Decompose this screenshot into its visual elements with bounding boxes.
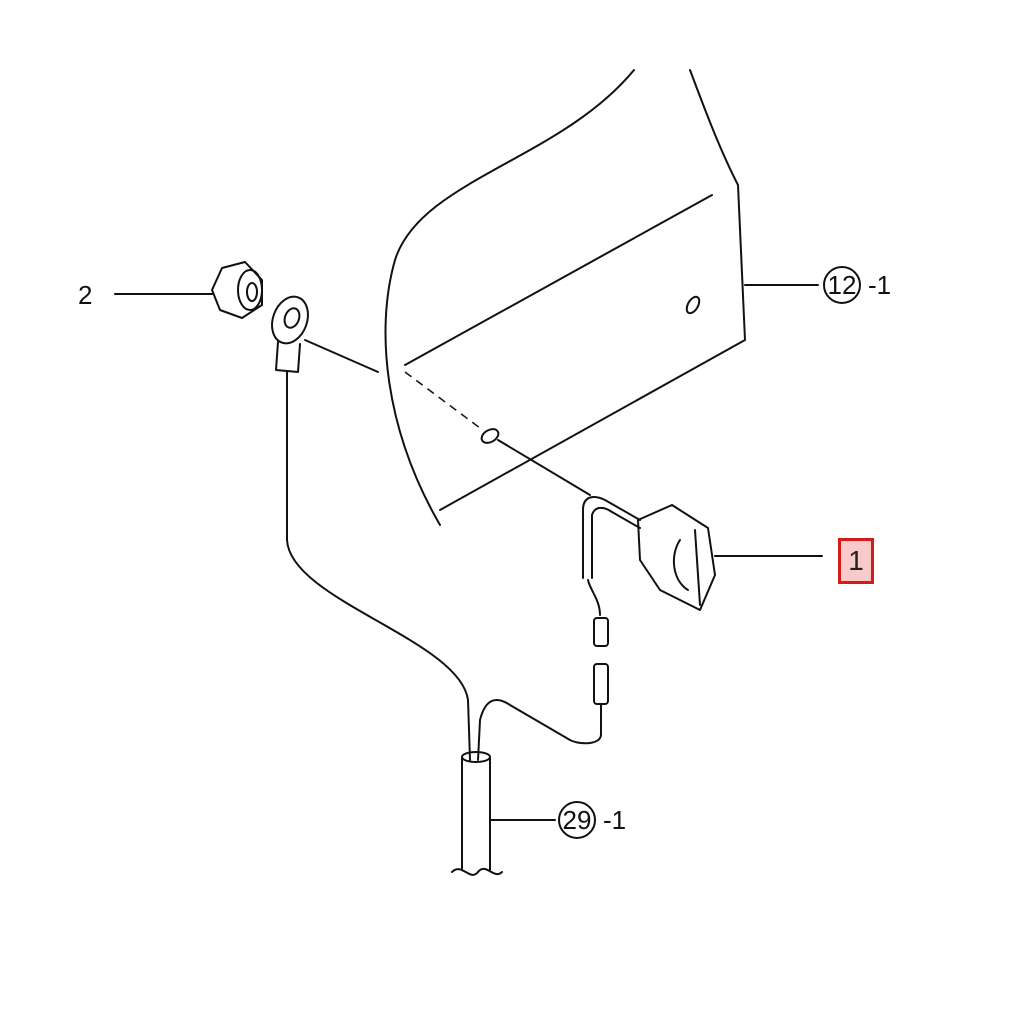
ring-terminal: [271, 295, 481, 761]
callout-29-circle: [558, 801, 596, 839]
callout-1-highlighted[interactable]: 1: [838, 538, 874, 584]
nut-part: [114, 261, 263, 319]
callout-12-suffix: -1: [868, 270, 891, 300]
callout-12-circle: [823, 266, 861, 304]
switch-part: [477, 439, 823, 761]
callout-12-label[interactable]: 12: [828, 270, 857, 300]
harness-part: [451, 751, 556, 876]
panel-part: [384, 69, 746, 526]
callout-2-label[interactable]: 2: [78, 280, 92, 310]
callout-29-suffix: -1: [603, 805, 626, 835]
callout-29-label[interactable]: 29: [563, 805, 592, 835]
